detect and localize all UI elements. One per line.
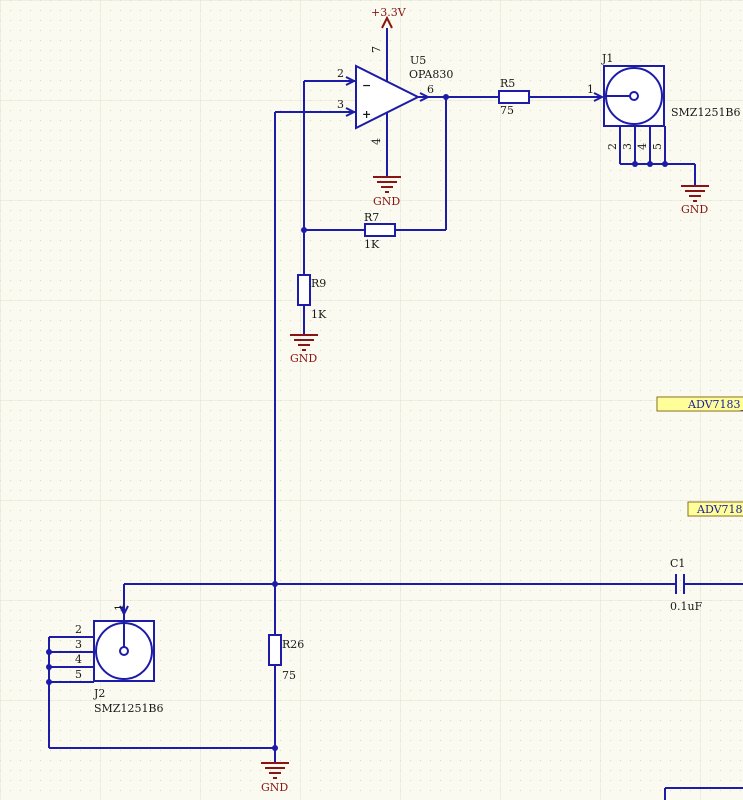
u5-pin3-label: 3 bbox=[337, 98, 344, 111]
gnd-r9-label: GND bbox=[290, 352, 317, 365]
u5-pin2-label: 2 bbox=[337, 67, 344, 80]
net-port-1[interactable]: ADV7183_ bbox=[656, 396, 743, 412]
gnd-j1-label: GND bbox=[681, 203, 708, 216]
r9-ref: R9 bbox=[311, 277, 326, 290]
r9-value: 1K bbox=[311, 308, 327, 321]
c1-ref: C1 bbox=[670, 557, 685, 570]
r26-value: 75 bbox=[282, 669, 296, 682]
u5-plus-sign: + bbox=[362, 108, 371, 121]
junction-fb bbox=[301, 227, 307, 233]
gnd-u5-label: GND bbox=[373, 195, 400, 208]
j1-pin3-label: 3 bbox=[621, 143, 634, 150]
j2-pin2-label: 2 bbox=[75, 623, 82, 636]
j2-ref: J2 bbox=[93, 687, 105, 700]
u5-pin4-label: 4 bbox=[370, 138, 383, 145]
j1-pin4-label: 4 bbox=[636, 143, 649, 150]
gnd-j1: GND bbox=[681, 185, 709, 216]
gnd-u5: GND bbox=[373, 176, 401, 208]
net-port-2-label: ADV7183 bbox=[696, 503, 743, 516]
capacitor-c1[interactable]: C1 0.1uF bbox=[670, 557, 703, 613]
u5-ref: U5 bbox=[410, 54, 426, 67]
u5-triangle bbox=[355, 64, 421, 130]
gnd-bottom-label: GND bbox=[261, 781, 288, 794]
u5-pin7-label: 7 bbox=[370, 46, 383, 53]
net-port-1-label: ADV7183_ bbox=[687, 398, 743, 411]
net-port-2[interactable]: ADV7183 bbox=[687, 501, 743, 517]
r5-ref: R5 bbox=[500, 77, 515, 90]
j2-value: SMZ1251B6 bbox=[94, 702, 164, 715]
power-arrow-icon bbox=[381, 15, 393, 29]
c1-value: 0.1uF bbox=[670, 600, 703, 613]
power-label: +3.3V bbox=[371, 6, 407, 19]
j2-pin1-label: 1 bbox=[113, 604, 126, 611]
j1-value: SMZ1251B6 bbox=[671, 106, 741, 119]
junction-gnd bbox=[272, 745, 278, 751]
j2-pin3-label: 3 bbox=[75, 638, 82, 651]
connector-j1[interactable]: 1 J1 SMZ1251B6 2 3 4 5 bbox=[587, 52, 741, 185]
gnd-bottom: GND bbox=[261, 762, 289, 794]
resistor-r9[interactable]: R9 1K bbox=[297, 274, 327, 334]
r26-ref: R26 bbox=[282, 638, 304, 651]
j1-ref: J1 bbox=[601, 52, 613, 65]
resistor-r7[interactable]: R7 1K bbox=[364, 211, 396, 251]
j1-pin5-label: 5 bbox=[651, 143, 664, 150]
r5-value: 75 bbox=[500, 104, 514, 117]
junction-bus bbox=[272, 581, 278, 587]
r7-value: 1K bbox=[364, 238, 380, 251]
j2-pin5-label: 5 bbox=[75, 668, 82, 681]
j2-pin4-label: 4 bbox=[75, 653, 82, 666]
j1-pin1-label: 1 bbox=[587, 83, 594, 96]
u5-opamp[interactable]: − + +3.3V 7 4 2 3 6 U5 OPA830 bbox=[318, 6, 453, 176]
u5-value: OPA830 bbox=[409, 68, 453, 81]
r7-ref: R7 bbox=[364, 211, 379, 224]
j1-pin2-label: 2 bbox=[606, 143, 619, 150]
connector-j2[interactable]: 1 2 3 4 5 J2 SMZ1251B6 bbox=[49, 604, 164, 715]
gnd-r9: GND bbox=[290, 334, 318, 365]
u5-pin6-label: 6 bbox=[427, 83, 434, 96]
u5-minus-sign: − bbox=[362, 79, 371, 92]
